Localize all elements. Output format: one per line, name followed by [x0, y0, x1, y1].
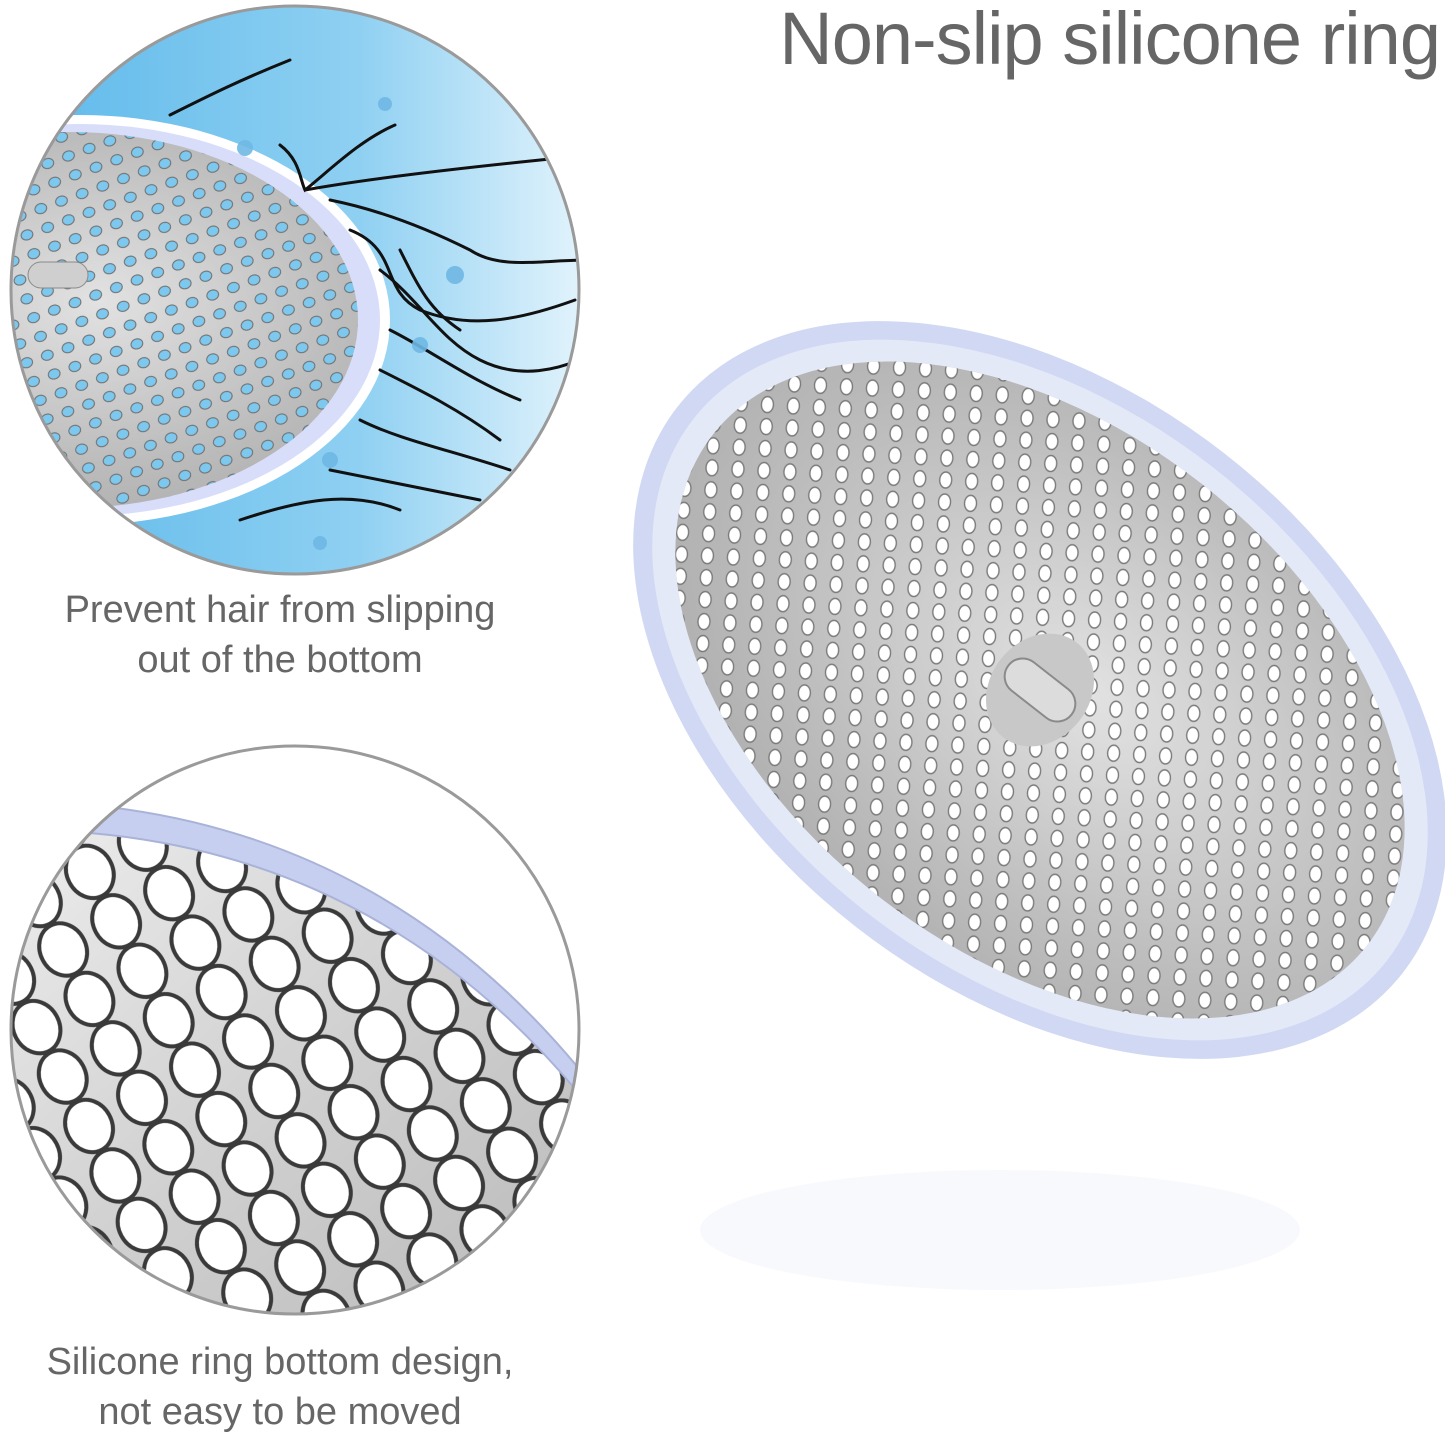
caption-line: out of the bottom	[137, 639, 423, 681]
caption-line: Prevent hair from slipping	[64, 589, 496, 631]
headline: Non-slip silicone ring	[779, 0, 1441, 80]
silicone-ring-closeup-image	[9, 744, 581, 1316]
drain-strainer-product-image	[633, 321, 1445, 1059]
reflection	[700, 1170, 1300, 1290]
caption-line: not easy to be moved	[98, 1391, 462, 1433]
feature-caption-hair: Prevent hair from slipping out of the bo…	[20, 585, 540, 685]
feature-caption-ring: Silicone ring bottom design, not easy to…	[0, 1337, 560, 1437]
brand-emboss	[1003, 657, 1077, 723]
hair-catching-detail-image	[9, 4, 581, 576]
caption-line: Silicone ring bottom design,	[46, 1341, 514, 1383]
